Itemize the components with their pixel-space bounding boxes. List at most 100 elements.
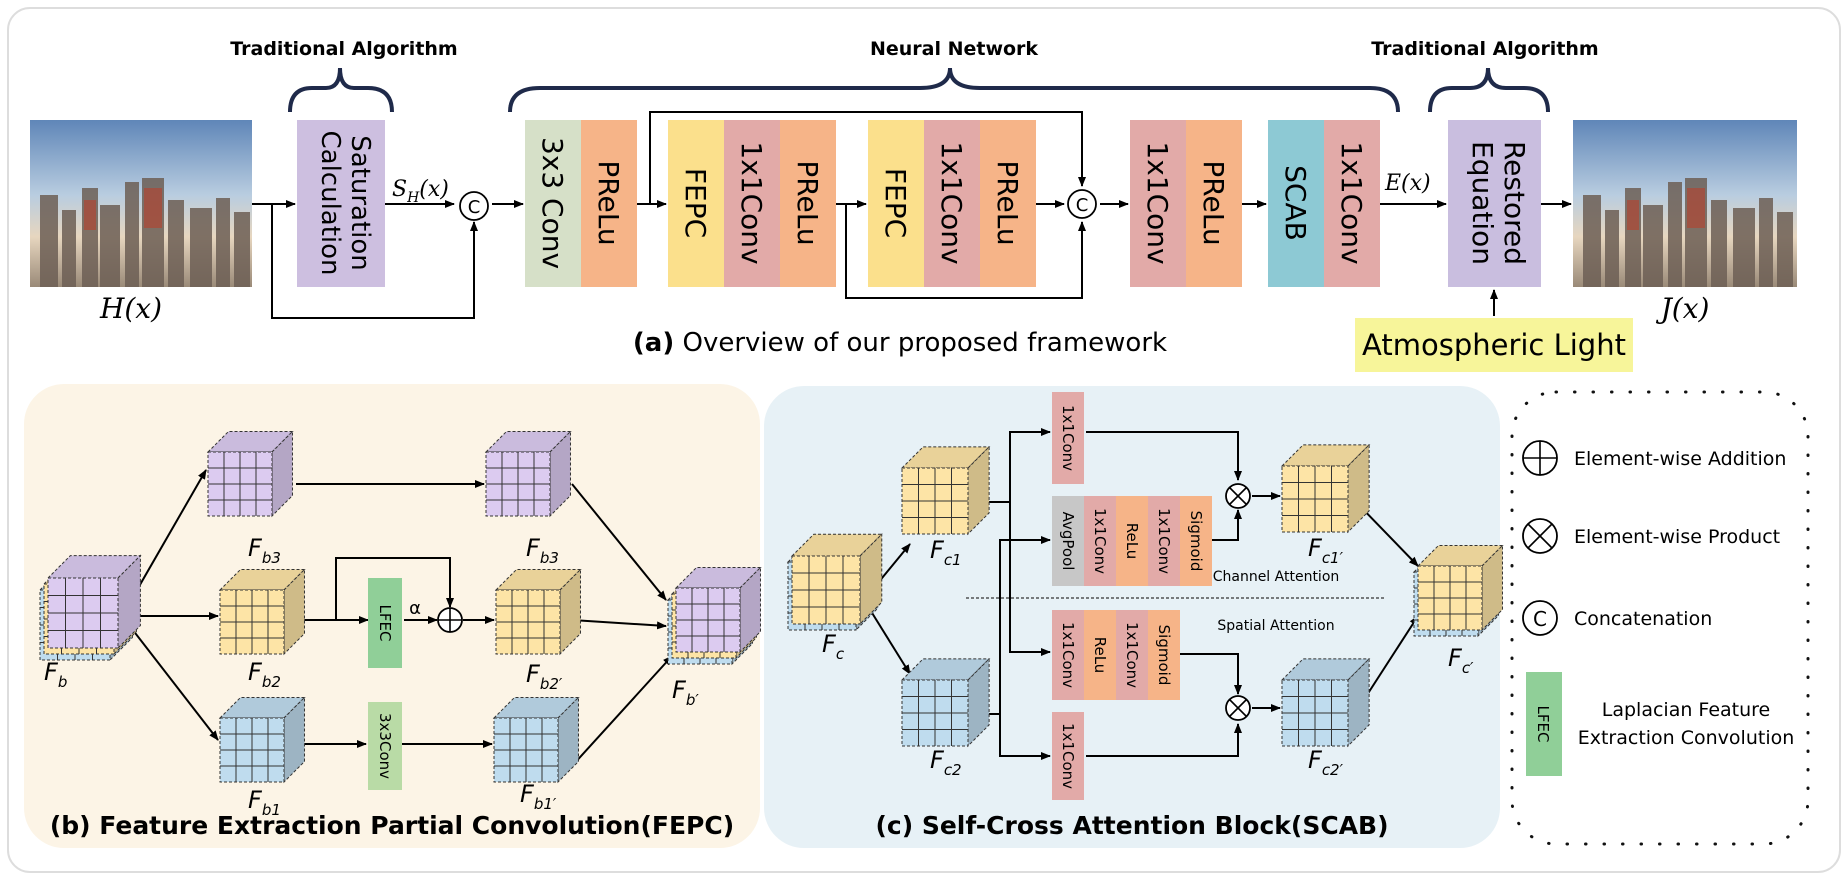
label-fb3-left: Fb3 bbox=[248, 534, 281, 567]
concat-circle-2 bbox=[1067, 189, 1097, 219]
lfec-block bbox=[368, 578, 402, 668]
concat-symbol-1: C bbox=[468, 197, 481, 218]
cube-fb-out-front bbox=[674, 566, 762, 654]
alpha-label: α bbox=[409, 598, 421, 619]
prelu-block-4 bbox=[1186, 120, 1242, 287]
legend-concat-label: Concatenation bbox=[1574, 608, 1712, 630]
label-fc1: Fc1 bbox=[930, 536, 962, 569]
scab-conv1-bottom: 1x1Conv bbox=[1059, 723, 1077, 789]
label-fc2: Fc2 bbox=[930, 746, 962, 779]
cube-fc1-out bbox=[1280, 443, 1371, 534]
scab-label: SCAB bbox=[1279, 165, 1312, 241]
label-fb2-right: Fb2′ bbox=[526, 660, 563, 693]
cube-fb1-out bbox=[492, 696, 580, 784]
fepc-conv3-block bbox=[368, 702, 402, 790]
scab-conv1-sa2: 1x1Conv bbox=[1123, 622, 1141, 688]
cube-fb3 bbox=[206, 430, 294, 518]
fepc-block-2 bbox=[868, 120, 924, 287]
legend-lfec-label-1: Laplacian Feature bbox=[1602, 699, 1770, 721]
brace-right-label: Traditional Algorithm bbox=[1371, 38, 1598, 60]
conv1-label-1: 1x1Conv bbox=[735, 141, 768, 264]
saturation-label-2: Calculation bbox=[315, 130, 345, 275]
legend-border bbox=[1510, 390, 1810, 846]
prelu-label-3: PReLu bbox=[991, 160, 1024, 245]
scab-conv1-sa1: 1x1Conv bbox=[1059, 622, 1077, 688]
concat-circle-1 bbox=[459, 191, 489, 221]
braces bbox=[288, 67, 1550, 113]
restored-label-1: Restored bbox=[1498, 141, 1531, 265]
conv1-block-2 bbox=[924, 120, 980, 287]
spatial-attention-label: Spatial Attention bbox=[1217, 618, 1334, 634]
scab-block bbox=[1268, 120, 1324, 287]
cube-fb1 bbox=[218, 696, 306, 784]
conv1-block-1 bbox=[724, 120, 780, 287]
channel-attention-label: Channel Attention bbox=[1213, 569, 1340, 585]
scab-conv1-ca1: 1x1Conv bbox=[1091, 508, 1109, 574]
label-fb2-left: Fb2 bbox=[248, 658, 281, 691]
restored-label-2: Equation bbox=[1466, 141, 1499, 265]
conv1-label-3: 1x1Conv bbox=[1141, 141, 1174, 264]
fepc-label-1: FEPC bbox=[679, 168, 712, 238]
scab-blocks bbox=[1052, 392, 1212, 800]
cube-fc1 bbox=[900, 445, 991, 536]
label-fb-output: Fb′ bbox=[672, 676, 699, 709]
cube-fb2-out bbox=[494, 568, 582, 656]
scab-avgpool: AvgPool bbox=[1059, 512, 1077, 571]
scab-sigmoid-ca: Sigmoid bbox=[1187, 511, 1205, 572]
prelu-label-1: PReLu bbox=[592, 160, 625, 245]
output-image bbox=[1573, 120, 1797, 287]
legend-add-label: Element-wise Addition bbox=[1574, 448, 1786, 470]
cube-fc2 bbox=[900, 657, 991, 748]
fepc-block-1 bbox=[668, 120, 724, 287]
caption-c: (c) Self-Cross Attention Block(SCAB) bbox=[875, 811, 1388, 840]
prelu-label-4: PReLu bbox=[1197, 160, 1230, 245]
atmospheric-light-label: Atmospheric Light bbox=[1362, 328, 1626, 362]
fepc-conv3-label: 3x3Conv bbox=[376, 713, 394, 779]
nn-block-labels: 3x3 Conv PReLu FEPC 1x1Conv PReLu FEPC 1… bbox=[536, 137, 1368, 269]
conv3-label: 3x3 Conv bbox=[536, 137, 569, 269]
cube-fc-front bbox=[790, 533, 883, 626]
output-label: J(x) bbox=[1656, 292, 1710, 325]
legend-lfec-symbol: LFEC bbox=[1534, 706, 1552, 743]
legend-lfec-icon bbox=[1526, 672, 1562, 776]
label-fc1-prime: Fc1′ bbox=[1308, 534, 1344, 567]
label-fb3-right: Fb3 bbox=[526, 534, 559, 567]
scab-cubes bbox=[786, 443, 1504, 748]
cube-fc2-out bbox=[1280, 657, 1371, 748]
conv1-block-3 bbox=[1130, 120, 1186, 287]
input-image bbox=[30, 120, 252, 287]
scab-relu-ca: ReLu bbox=[1123, 523, 1141, 560]
label-fb1-left: Fb1 bbox=[248, 786, 281, 819]
scab-labels: Fc Fc1 Fc2 Fc1′ Fc2′ Fc′ bbox=[822, 534, 1474, 779]
scab-block-labels: 1x1Conv AvgPool 1x1Conv ReLu 1x1Conv Sig… bbox=[1059, 405, 1205, 789]
legend: Element-wise Addition Element-wise Produ… bbox=[1510, 390, 1810, 846]
saturation-label-1: Saturation bbox=[345, 135, 375, 271]
legend-concat-symbol: C bbox=[1533, 607, 1547, 631]
label-fc: Fc bbox=[822, 630, 845, 663]
saturation-block bbox=[297, 120, 385, 287]
ex-label: E(x) bbox=[1384, 171, 1431, 196]
scab-conv1-top: 1x1Conv bbox=[1059, 405, 1077, 471]
nn-blocks bbox=[525, 120, 1380, 287]
cube-fc-out-front bbox=[1416, 544, 1504, 632]
scab-product-circles bbox=[1225, 483, 1251, 721]
conv3-block bbox=[525, 120, 581, 287]
prelu-label-2: PReLu bbox=[791, 160, 824, 245]
prelu-block-2 bbox=[780, 120, 836, 287]
cube-fb2 bbox=[218, 568, 306, 656]
input-label: H(x) bbox=[99, 292, 162, 325]
conv1-label-2: 1x1Conv bbox=[935, 141, 968, 264]
conv1-label-4: 1x1Conv bbox=[1335, 141, 1368, 264]
label-fc-prime: Fc′ bbox=[1448, 644, 1474, 677]
atmospheric-light-block bbox=[1355, 318, 1633, 372]
fepc-panel: α LFEC 3x3Conv Fb3 Fb2 Fb1 Fb3 Fb2′ Fb1′… bbox=[24, 384, 762, 848]
prelu-block-1 bbox=[581, 120, 637, 287]
fepc-cubes bbox=[38, 430, 762, 784]
brace-left-label: Traditional Algorithm bbox=[230, 38, 457, 60]
cube-fb-in-front bbox=[46, 554, 142, 650]
fepc-label-2: FEPC bbox=[879, 168, 912, 238]
sh-label: SH(x) bbox=[392, 177, 449, 206]
label-fb1-right: Fb1′ bbox=[520, 780, 557, 813]
